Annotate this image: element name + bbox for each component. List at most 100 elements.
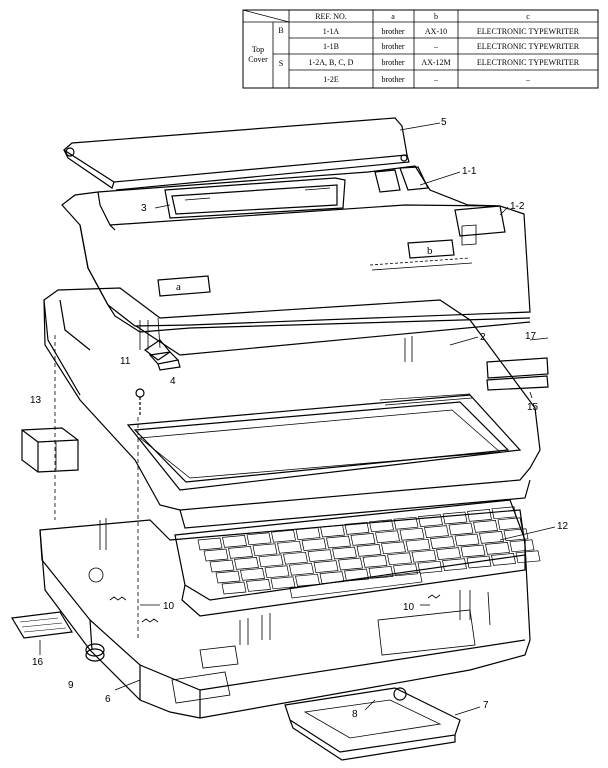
key [491, 506, 517, 520]
key [467, 509, 492, 522]
key [350, 533, 376, 546]
part-15-label-strip [486, 375, 549, 391]
key [222, 535, 247, 548]
key [209, 559, 235, 573]
row-3-c: ELECTRONIC TYPEWRITER [477, 58, 580, 67]
key [246, 579, 271, 592]
row-3-ref: 1-2A, B, C, D [309, 58, 354, 67]
callout-11: 11 [120, 356, 131, 367]
key [491, 553, 516, 566]
callout-3: 3 [141, 203, 147, 214]
row-1-ref: 1-1A [323, 27, 340, 36]
key [326, 535, 351, 549]
part-11-screw [135, 388, 145, 415]
key [442, 511, 468, 525]
part-5-cover-flap [63, 117, 410, 191]
key [460, 544, 486, 558]
row-4-ref: 1-2E [323, 75, 339, 84]
keyboard-keys [197, 506, 541, 599]
part-4-clip [148, 351, 181, 371]
row-1-c: ELECTRONIC TYPEWRITER [477, 27, 580, 36]
row-2-a: brother [381, 42, 404, 51]
callout-1-1: 1-1 [462, 166, 477, 177]
row-1-b: AX-10 [425, 27, 447, 36]
row-2-c: ELECTRONIC TYPEWRITER [477, 42, 580, 51]
key [399, 527, 425, 541]
callout-12: 12 [557, 521, 569, 532]
callout-6: 6 [105, 694, 111, 705]
key [264, 565, 290, 579]
key [442, 558, 467, 571]
key [289, 562, 314, 576]
row-4-c: – [525, 75, 531, 84]
key [381, 541, 406, 555]
part-16-label [11, 611, 73, 639]
callout-10-left: 10 [163, 601, 175, 612]
key [197, 537, 223, 551]
key [277, 540, 302, 554]
key [301, 538, 327, 551]
key [283, 551, 308, 565]
key [313, 560, 339, 573]
key [503, 528, 529, 542]
group-label-cover: Cover [248, 55, 268, 64]
row-2-ref: 1-1B [323, 42, 339, 51]
key [485, 542, 510, 555]
key [375, 530, 400, 544]
key [368, 566, 394, 579]
header-a: a [391, 12, 395, 21]
key [252, 543, 278, 557]
key [307, 549, 333, 562]
header-b: b [434, 12, 438, 21]
header-ref-no: REF. NO. [315, 12, 347, 21]
part-17-label-plate [486, 357, 549, 379]
key [509, 539, 535, 553]
key [515, 550, 541, 564]
callout-10-right: 10 [403, 602, 415, 613]
key [436, 547, 461, 560]
key [246, 532, 272, 546]
row-4-b: – [433, 75, 439, 84]
callout-5: 5 [441, 117, 447, 128]
part-12-keyboard [174, 499, 541, 617]
key [338, 557, 363, 571]
callout-13: 13 [30, 395, 42, 406]
key [221, 581, 247, 595]
callout-9: 9 [68, 680, 74, 691]
part-7-handle [284, 687, 461, 761]
key [344, 522, 370, 535]
row-1-a: brother [381, 27, 404, 36]
sub-label-b: B [278, 26, 283, 35]
key [473, 520, 498, 533]
part-13-block [21, 427, 79, 473]
callout-1-2: 1-2 [510, 201, 525, 212]
callout-17: 17 [525, 331, 537, 342]
key [203, 548, 229, 562]
key [234, 557, 259, 570]
key [430, 536, 455, 549]
callout-8: 8 [352, 709, 358, 720]
key [332, 546, 357, 560]
header-c: c [526, 12, 530, 21]
row-3-a: brother [381, 58, 404, 67]
callout-7: 7 [483, 700, 489, 711]
callout-16: 16 [32, 657, 44, 668]
key [344, 568, 369, 582]
key [479, 531, 504, 544]
key [393, 563, 418, 577]
row-2-b: – [433, 42, 439, 51]
callout-leaders [39, 122, 556, 716]
key [417, 560, 443, 574]
part-3-window [164, 177, 346, 219]
part-1-top-cover: a b [61, 165, 531, 356]
key [215, 570, 241, 584]
key [271, 529, 296, 543]
key [228, 546, 253, 559]
key [448, 522, 474, 536]
reference-table: REF. NO. a b c Top Cover B S 1-1A brothe… [242, 9, 599, 89]
space-bar [289, 571, 423, 599]
key [362, 555, 388, 568]
key [295, 573, 320, 587]
part-2-upper-case [43, 287, 541, 529]
